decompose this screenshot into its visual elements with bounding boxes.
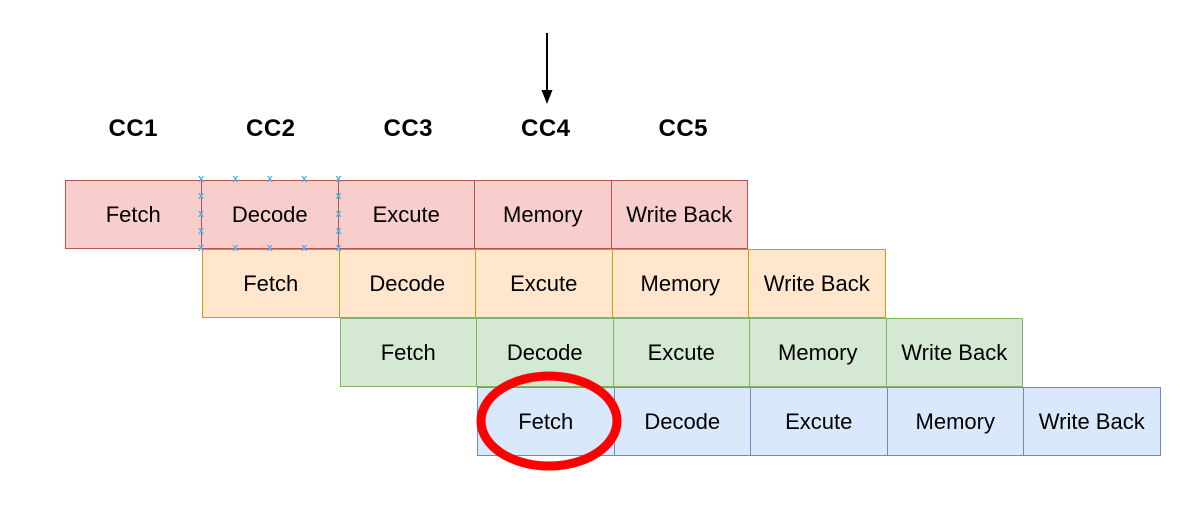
down-arrow-icon[interactable] — [541, 33, 553, 104]
pipeline-cell[interactable]: Fetch — [64, 180, 202, 249]
pipeline-cell[interactable]: Excute — [612, 318, 750, 387]
pipeline-cell[interactable]: Decode — [338, 249, 476, 318]
pipeline-cell[interactable]: Write Back — [885, 318, 1023, 387]
pipeline-cell[interactable]: Fetch — [202, 249, 340, 318]
pipeline-cell[interactable]: Write Back — [748, 249, 886, 318]
selection-x-icon: x — [301, 173, 308, 186]
selection-x-icon: x — [232, 173, 239, 186]
instruction-row-3: Fetch Decode Excute Memory Write Back — [339, 318, 1023, 387]
clock-label-cc5[interactable]: CC5 — [658, 115, 708, 142]
clock-label-cc4[interactable]: CC4 — [520, 115, 571, 142]
pipeline-cell[interactable]: Memory — [886, 387, 1024, 456]
clock-label-cc2[interactable]: CC2 — [245, 115, 296, 142]
pipeline-cell[interactable]: Decode — [613, 387, 751, 456]
instruction-row-4: Fetch Decode Excute Memory Write Back — [477, 387, 1161, 456]
clock-label-cc3[interactable]: CC3 — [383, 115, 433, 142]
instruction-row-2: Fetch Decode Excute Memory Write Back — [202, 249, 886, 318]
pipeline-cell[interactable]: Memory — [474, 180, 612, 249]
pipeline-cell[interactable]: Memory — [749, 318, 887, 387]
selection-x-icon: x — [266, 173, 273, 186]
pipeline-cell[interactable]: Fetch — [339, 318, 477, 387]
pipeline-cell[interactable]: Decode — [476, 318, 614, 387]
pipeline-cell[interactable]: Excute — [337, 180, 475, 249]
pipeline-cell[interactable]: Excute — [750, 387, 888, 456]
pipeline-cell[interactable]: Memory — [611, 249, 749, 318]
pipeline-cell[interactable]: Write Back — [1023, 387, 1161, 456]
pipeline-cell[interactable]: Excute — [475, 249, 613, 318]
pipeline-cell[interactable]: Write Back — [610, 180, 748, 249]
pipeline-cell-circled[interactable]: Fetch — [477, 387, 615, 456]
clock-label-cc1[interactable]: CC1 — [108, 115, 158, 142]
